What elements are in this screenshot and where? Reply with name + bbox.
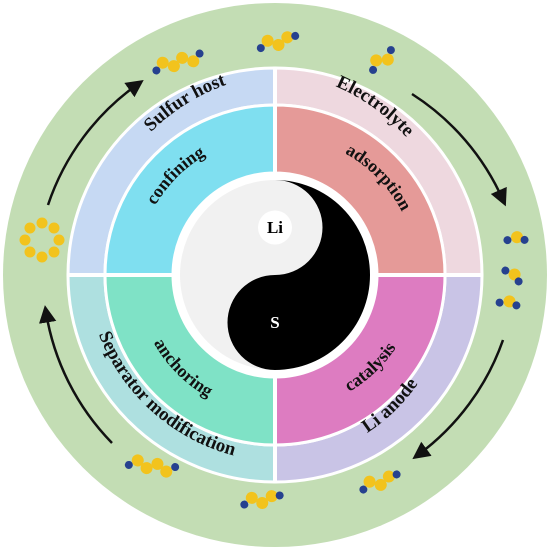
cycle-arrow-bottom-left xyxy=(39,305,113,444)
lithium-atom xyxy=(512,301,521,310)
lithium-atom xyxy=(256,44,265,53)
cycle-arrow-top-left xyxy=(46,79,144,206)
lithium-atom xyxy=(291,31,300,40)
lithium-atom xyxy=(514,277,523,286)
lithium-atom xyxy=(495,298,504,307)
li-dot xyxy=(258,210,292,245)
sulfur-atom xyxy=(370,54,383,67)
cycle-arrow-bottom-right xyxy=(412,339,505,460)
yin-yang-symbol: Li S xyxy=(173,173,377,377)
molecule-icon-3 xyxy=(369,46,395,74)
sulfur-atom xyxy=(508,268,521,281)
sulfur-atom xyxy=(272,38,285,51)
sulfur-atom xyxy=(24,246,36,258)
sulfur-atom xyxy=(176,51,189,64)
lithium-atom xyxy=(240,500,249,509)
molecule-icon-7 xyxy=(124,454,180,478)
molecule-icon-6 xyxy=(495,295,521,310)
li-label: Li xyxy=(267,218,283,237)
sulfur-atom xyxy=(381,53,394,66)
sulfur-atom xyxy=(256,496,269,509)
lithium-atom xyxy=(195,49,204,58)
lithium-atom xyxy=(152,66,161,75)
lithium-atom xyxy=(503,236,512,245)
sulfur-atom xyxy=(24,222,36,234)
sulfur-atom xyxy=(48,246,60,258)
molecule-icon-5 xyxy=(501,266,523,286)
sulfur-atom xyxy=(245,491,258,504)
sulfur-atom xyxy=(156,56,169,69)
molecule-icon-4 xyxy=(503,231,529,245)
sulfur-atom xyxy=(503,295,516,308)
molecule-icon-9 xyxy=(359,470,401,494)
sulfur-atom xyxy=(36,251,48,263)
s-dot xyxy=(258,305,292,340)
sulfur-atom xyxy=(36,217,48,229)
sulfur-atom xyxy=(131,454,144,467)
sulfur-atom xyxy=(53,234,65,246)
lithium-atom xyxy=(369,65,378,74)
sulfur-atom xyxy=(151,457,164,470)
sulfur-atom xyxy=(160,465,173,478)
molecule-icon-1 xyxy=(152,49,204,75)
sulfur-atom xyxy=(382,470,395,483)
sulfur-atom xyxy=(363,475,376,488)
lithium-atom xyxy=(275,491,284,500)
sulfur-atom xyxy=(140,462,153,475)
sulfur-atom xyxy=(167,60,180,73)
sulfur-atom xyxy=(281,31,294,44)
sulfur-atom xyxy=(265,490,278,503)
lithium-atom xyxy=(124,460,133,469)
molecule-icon-2 xyxy=(256,31,300,53)
cycle-arrow-top-right xyxy=(411,92,507,207)
lithium-atom xyxy=(520,235,529,244)
sulfur-atom xyxy=(48,222,60,234)
sulfur-atom xyxy=(374,478,387,491)
sulfur-atom xyxy=(187,55,200,68)
lithium-atom xyxy=(386,46,395,55)
polysulfide-molecules xyxy=(19,31,529,509)
sulfur-atom xyxy=(261,34,274,47)
s-label: S xyxy=(270,313,279,332)
lithium-atom xyxy=(501,266,510,275)
lithium-atom xyxy=(392,470,401,479)
lithium-atom xyxy=(171,463,180,472)
lithium-atom xyxy=(359,485,368,494)
sulfur-atom xyxy=(19,234,31,246)
molecule-icon-8 xyxy=(240,490,284,509)
sulfur-atom xyxy=(511,231,524,244)
sulfur-ring-icon xyxy=(19,217,65,263)
